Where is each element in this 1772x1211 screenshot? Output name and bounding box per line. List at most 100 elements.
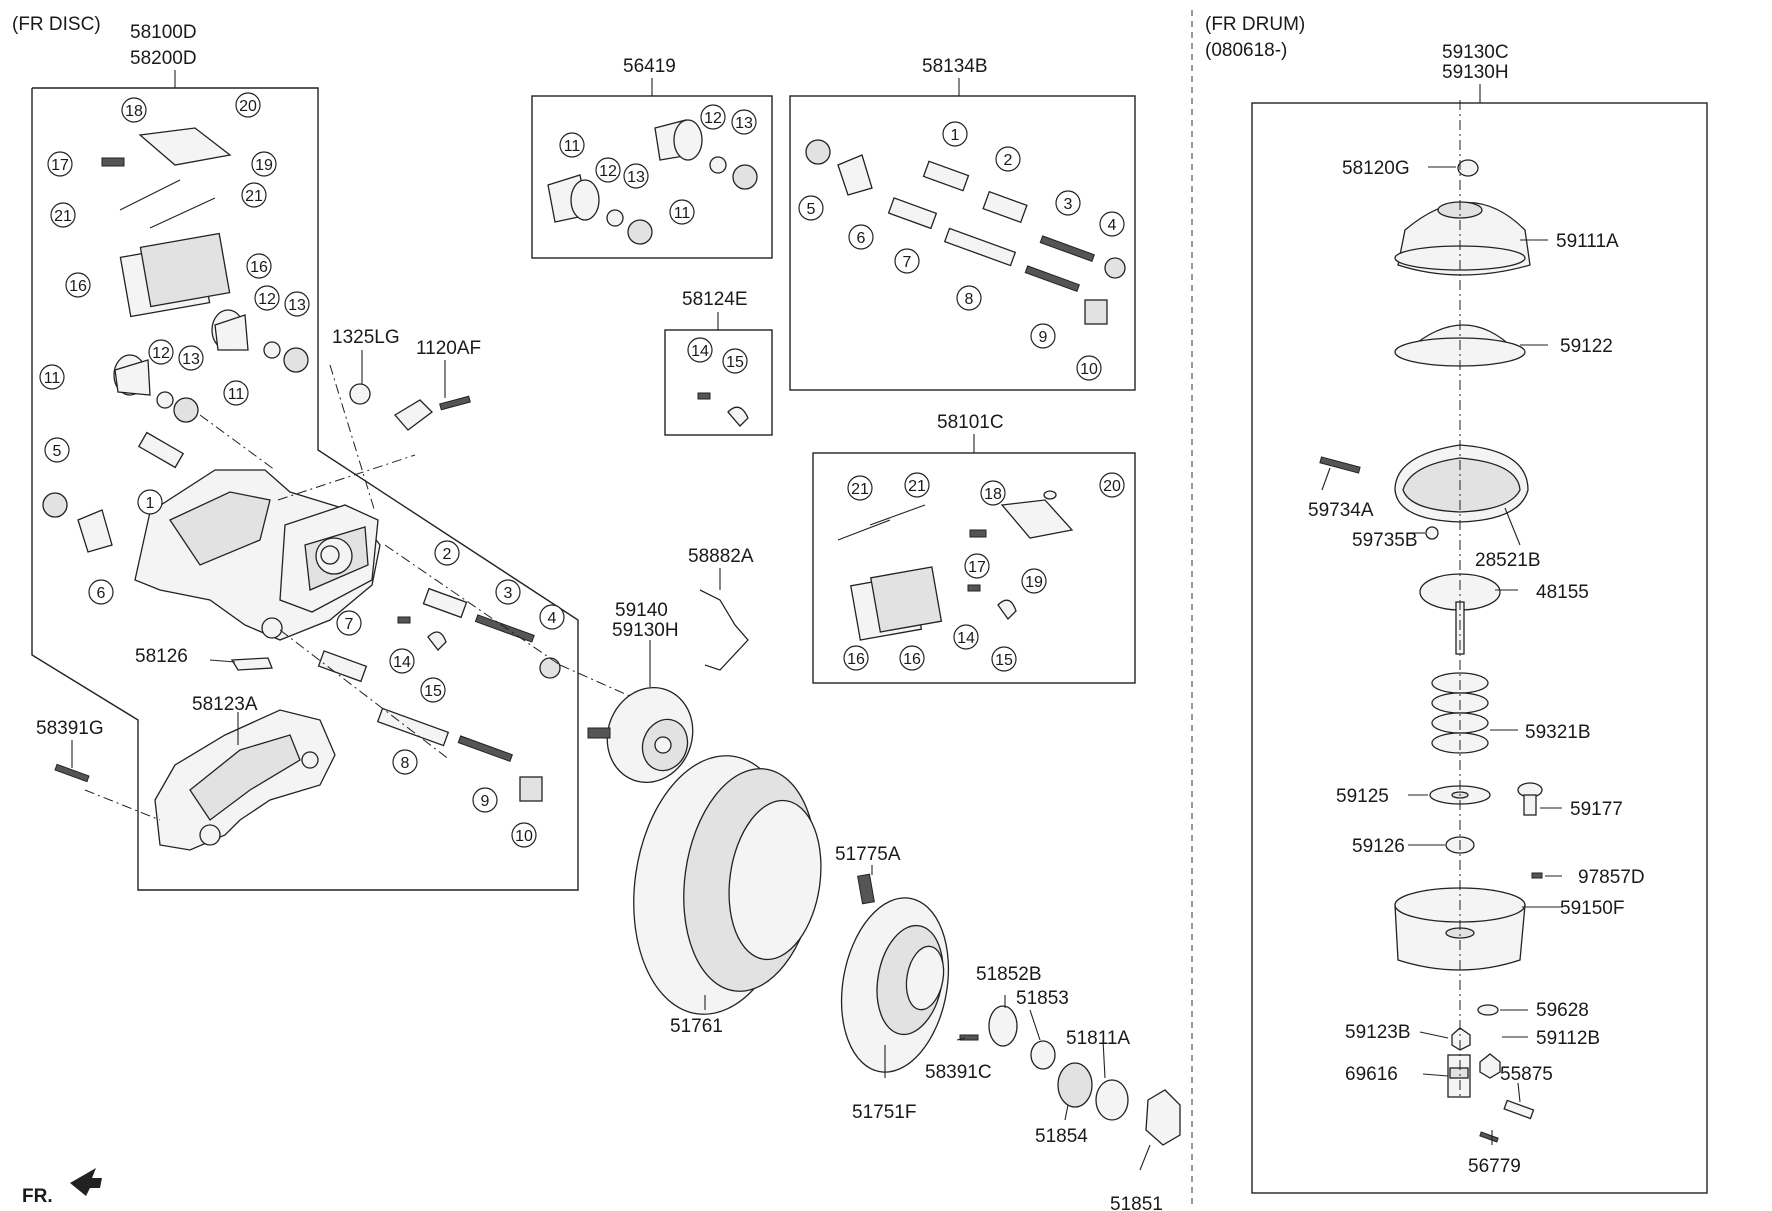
callout-10: 10 <box>1076 355 1102 381</box>
svg-text:21: 21 <box>851 481 869 498</box>
part-58391c: 58391C <box>925 1062 992 1083</box>
part-59140: 59140 <box>615 600 668 621</box>
kit-58124e-drawings <box>697 392 749 427</box>
part-58126: 58126 <box>135 646 188 667</box>
kit-56419-box <box>531 95 773 259</box>
svg-text:10: 10 <box>1080 361 1098 378</box>
svg-text:7: 7 <box>345 616 354 633</box>
disc-assembly-label-1: 58100D <box>130 22 197 43</box>
svg-text:3: 3 <box>504 585 513 602</box>
drum-assembly-label-2: 59130H <box>1442 62 1509 83</box>
svg-text:14: 14 <box>393 654 411 671</box>
part-59123b: 59123B <box>1345 1022 1411 1043</box>
disc-assembly-outline <box>31 87 579 891</box>
part-59150f: 59150F <box>1560 898 1624 919</box>
svg-text:13: 13 <box>735 115 753 132</box>
part-58391g: 58391G <box>36 718 104 739</box>
kit-58134b-drawings <box>805 139 1126 325</box>
part-51852b: 51852B <box>976 964 1042 985</box>
callout-9: 9 <box>1030 323 1056 349</box>
part-58123a: 58123A <box>192 694 258 715</box>
callout-6: 6 <box>88 579 114 605</box>
callout-15: 15 <box>722 348 748 374</box>
callout-1: 1 <box>137 489 163 515</box>
svg-text:20: 20 <box>1103 478 1121 495</box>
drum-parts-drawings <box>1319 100 1543 1143</box>
part-58882a: 58882A <box>688 546 754 567</box>
front-direction-marker: FR. <box>22 1168 102 1207</box>
part-51751f: 51751F <box>852 1102 916 1123</box>
part-1325lg: 1325LG <box>332 327 400 348</box>
svg-text:12: 12 <box>258 291 276 308</box>
callout-12: 12 <box>254 285 280 311</box>
svg-text:19: 19 <box>255 157 273 174</box>
svg-text:4: 4 <box>1108 217 1117 234</box>
svg-text:16: 16 <box>250 259 268 276</box>
callout-19: 19 <box>1021 568 1047 594</box>
svg-text:1: 1 <box>146 495 155 512</box>
svg-text:13: 13 <box>627 169 645 186</box>
callout-14: 14 <box>389 648 415 674</box>
svg-text:12: 12 <box>704 110 722 127</box>
part-51761: 51761 <box>670 1016 723 1037</box>
svg-text:15: 15 <box>424 683 442 700</box>
svg-text:13: 13 <box>288 297 306 314</box>
callout-6: 6 <box>848 224 874 250</box>
callout-13: 13 <box>178 345 204 371</box>
callout-11: 11 <box>669 199 695 225</box>
callout-12: 12 <box>700 104 726 130</box>
part-59628: 59628 <box>1536 1000 1589 1021</box>
svg-text:19: 19 <box>1025 574 1043 591</box>
part-59122: 59122 <box>1560 336 1613 357</box>
svg-text:3: 3 <box>1064 196 1073 213</box>
svg-text:21: 21 <box>245 188 263 205</box>
svg-text:4: 4 <box>548 610 557 627</box>
disc-assembly-label-2: 58200D <box>130 48 197 69</box>
part-58120g: 58120G <box>1342 158 1410 179</box>
callout-7: 7 <box>894 248 920 274</box>
part-51811a: 51811A <box>1066 1028 1130 1049</box>
callout-20: 20 <box>1099 472 1125 498</box>
rotor-drawing <box>633 755 822 1015</box>
svg-text:2: 2 <box>443 546 452 563</box>
leader-lines <box>71 166 1562 1171</box>
part-56779: 56779 <box>1468 1156 1521 1177</box>
callout-7: 7 <box>336 610 362 636</box>
hub-drawing <box>840 873 1181 1146</box>
svg-text:15: 15 <box>995 652 1013 669</box>
callout-21: 21 <box>241 182 267 208</box>
svg-text:16: 16 <box>69 278 87 295</box>
part-59735b: 59735B <box>1352 530 1418 551</box>
svg-text:17: 17 <box>968 559 986 576</box>
svg-text:16: 16 <box>903 651 921 668</box>
svg-text:9: 9 <box>1039 329 1048 346</box>
callout-1: 1 <box>942 121 968 147</box>
section-fr-drum: (FR DRUM) <box>1205 14 1305 35</box>
svg-text:11: 11 <box>564 138 581 155</box>
svg-text:16: 16 <box>847 651 865 668</box>
callout-8: 8 <box>956 285 982 311</box>
svg-text:13: 13 <box>182 351 200 368</box>
callout-15: 15 <box>420 677 446 703</box>
callout-3: 3 <box>495 579 521 605</box>
callout-21: 21 <box>904 472 930 498</box>
svg-text:6: 6 <box>857 230 866 247</box>
svg-text:11: 11 <box>228 386 245 403</box>
section-fr-drum-date: (080618-) <box>1205 40 1287 61</box>
part-59321b: 59321B <box>1525 722 1591 743</box>
svg-text:10: 10 <box>515 828 533 845</box>
svg-text:5: 5 <box>53 443 62 460</box>
callout-5: 5 <box>44 437 70 463</box>
kit-58101c-box <box>812 452 1136 684</box>
part-number-labels: 1325LG 1120AF 58126 58123A 58391G 58882A… <box>36 158 1645 1211</box>
svg-text:11: 11 <box>44 370 61 387</box>
callout-14: 14 <box>953 624 979 650</box>
part-28521b: 28521B <box>1475 550 1541 571</box>
callout-4: 4 <box>1099 211 1125 237</box>
svg-text:15: 15 <box>726 354 744 371</box>
disc-chamber-drawing <box>587 589 749 783</box>
callout-19: 19 <box>251 151 277 177</box>
callout-9: 9 <box>472 787 498 813</box>
part-59125: 59125 <box>1336 786 1389 807</box>
